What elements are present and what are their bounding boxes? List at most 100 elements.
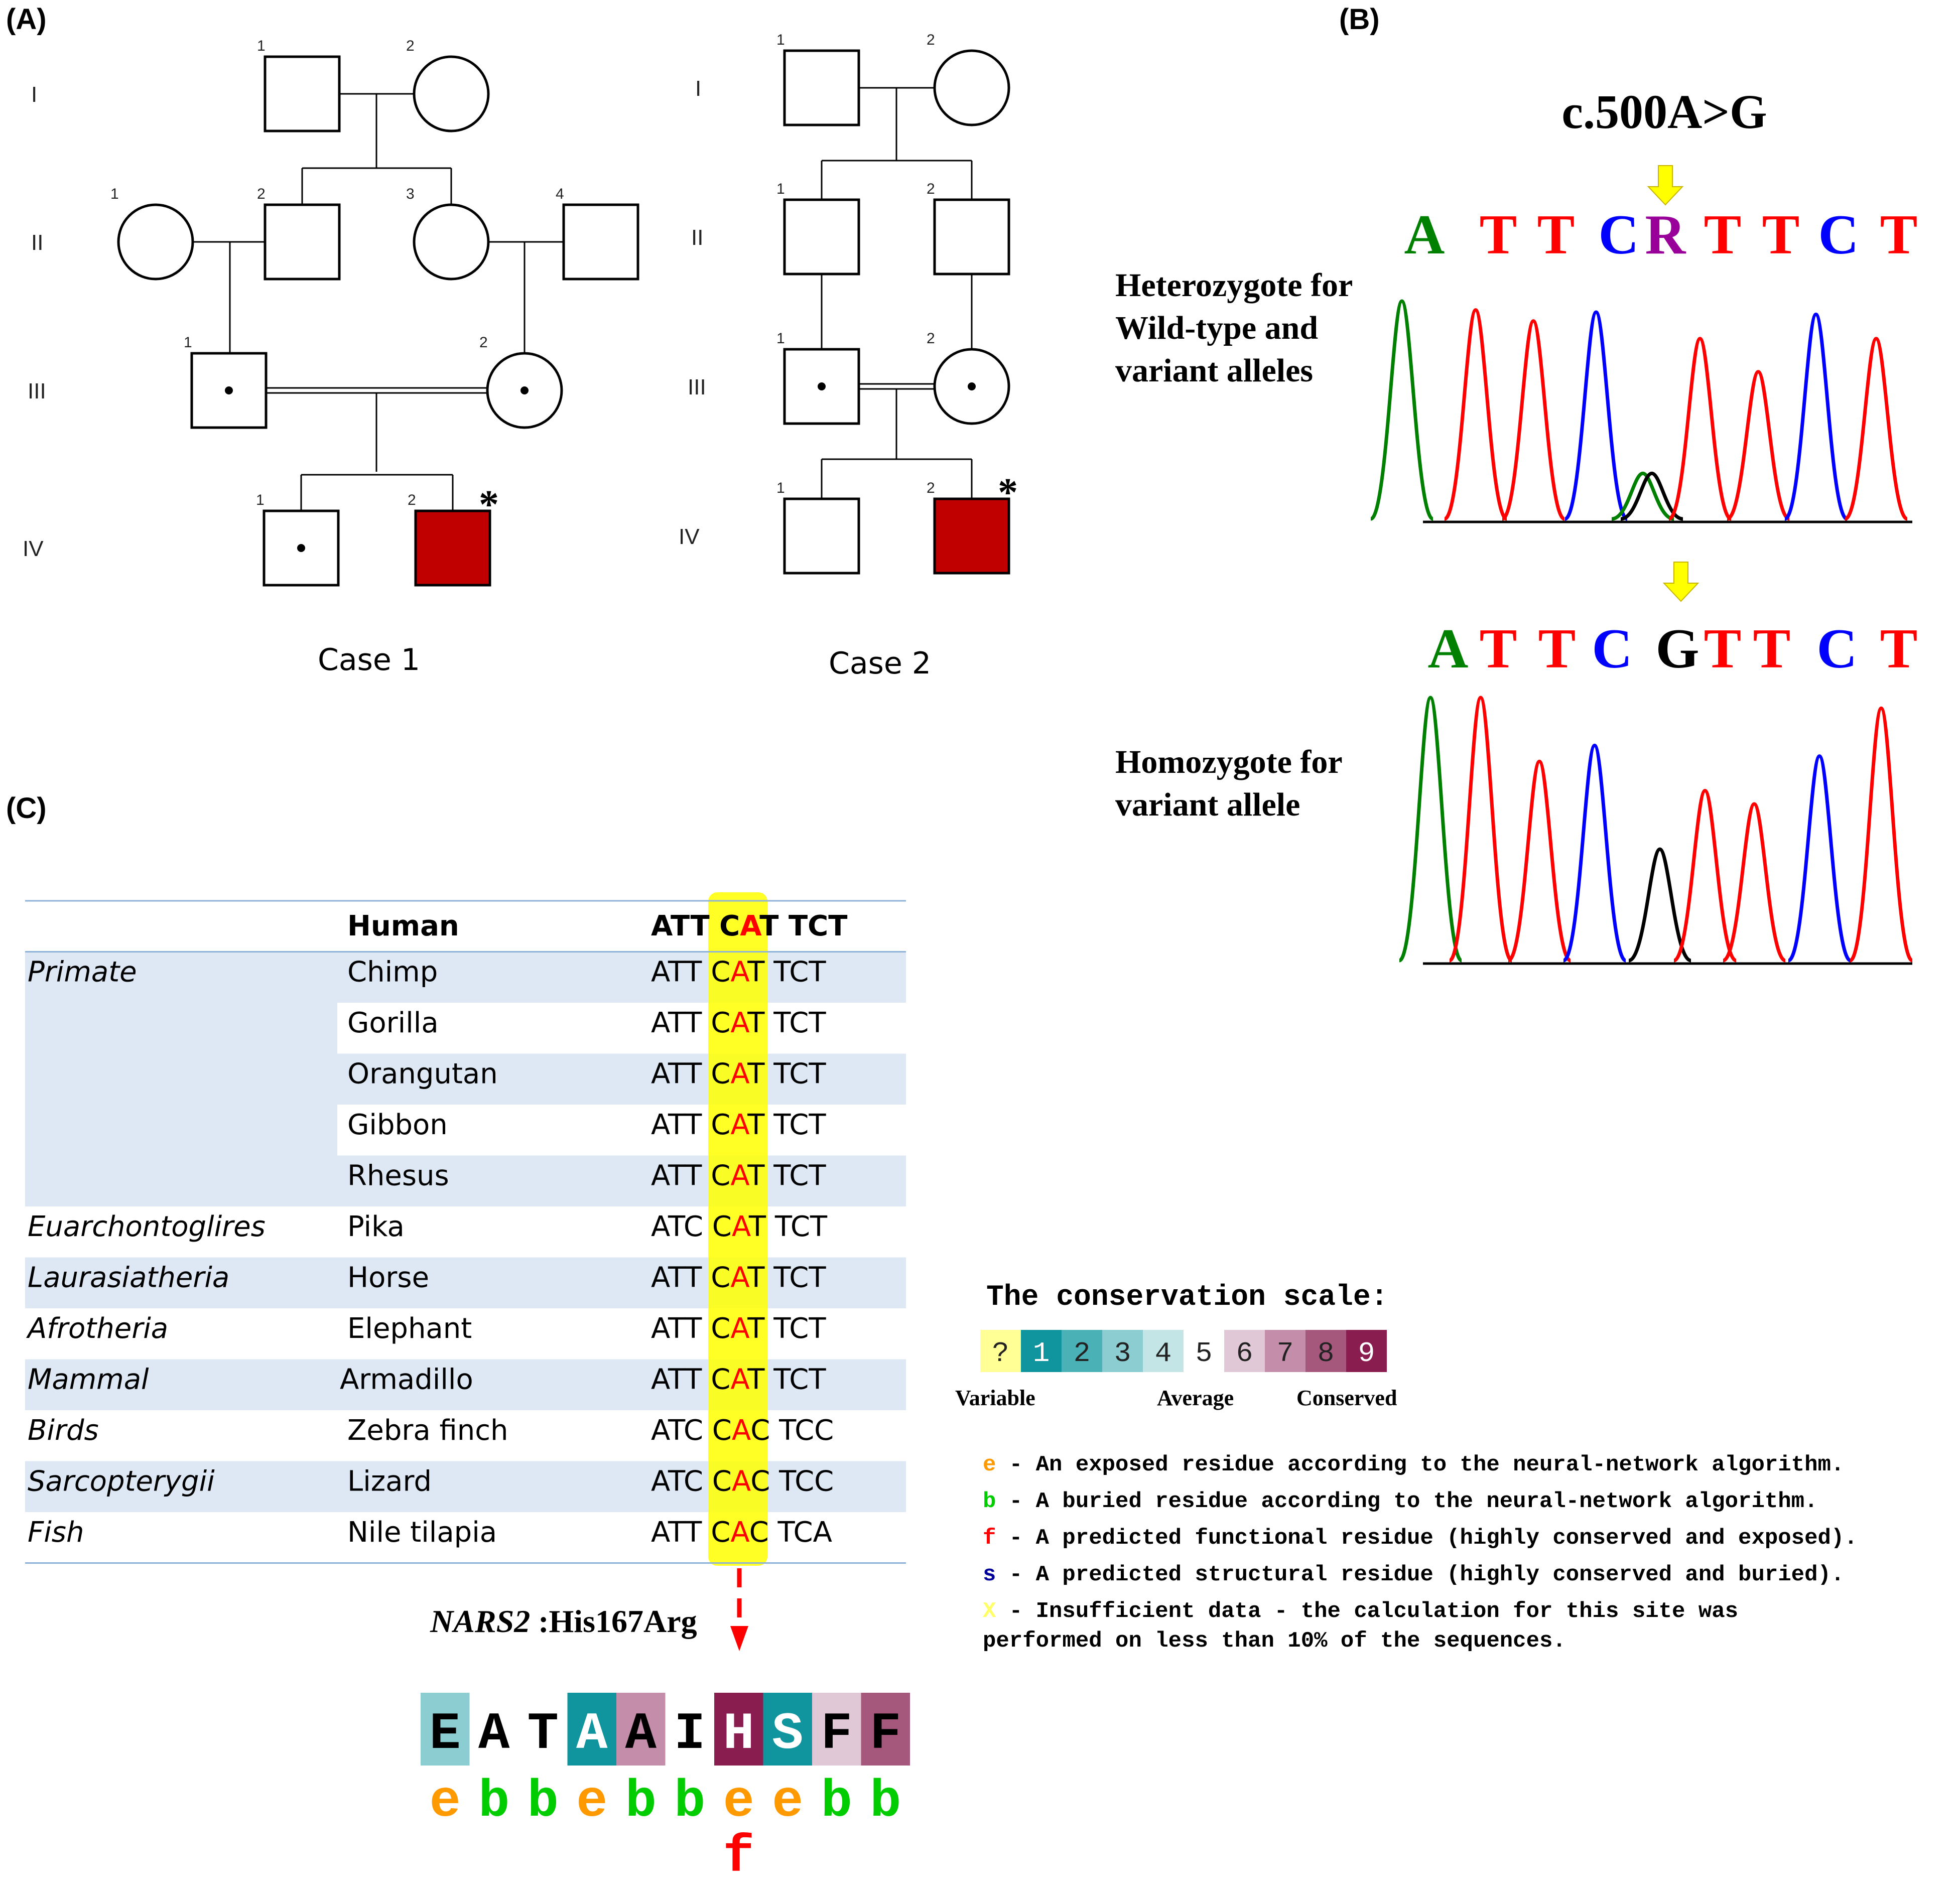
individual-ii-4-square-icon: [562, 203, 639, 281]
individual-iv-2-number: 2: [408, 492, 416, 508]
table-species: Elephant: [347, 1312, 472, 1345]
generation-label: IV: [679, 524, 700, 549]
individual-iii-2-carrier-dot-icon: [968, 382, 976, 390]
chromatogram-peak: [1444, 308, 1508, 521]
individual-iv-2-number: 2: [927, 480, 935, 496]
scale-swatch: [1021, 1330, 1062, 1372]
table-group-label: Laurasiatheria: [28, 1261, 229, 1294]
residue-cell: [861, 1693, 910, 1766]
individual-iv-1-square-icon: [783, 497, 860, 575]
chromatogram-peak: [1849, 706, 1913, 963]
chromatogram-peak: [1611, 471, 1674, 521]
generation-label: I: [695, 76, 701, 101]
case-2-title: Case 2: [829, 646, 931, 681]
proband-marker: *: [998, 471, 1018, 515]
residue-letter: I: [674, 1705, 705, 1764]
table-group-label: Sarcopterygii: [28, 1465, 215, 1498]
table-species: Gibbon: [347, 1109, 448, 1141]
residue-cell: [421, 1693, 470, 1766]
base-call: T: [1480, 618, 1517, 680]
codon-sequence: ATC CAT TCT: [651, 1210, 828, 1243]
legend-key-line: performed on less than 10% of the sequen…: [983, 1628, 1566, 1654]
residue-prediction: b: [821, 1773, 852, 1832]
scale-swatch: [1143, 1330, 1184, 1372]
individual-iii-2-number: 2: [479, 334, 488, 351]
table-header-species: Human: [347, 910, 459, 942]
generation-label: II: [691, 225, 703, 250]
chromatogram-peak: [1501, 319, 1565, 521]
residue-cell: [518, 1693, 568, 1766]
legend-key-line: b - A buried residue according to the ne…: [983, 1489, 1817, 1514]
trace-label: Wild-type and: [1115, 310, 1318, 346]
table-species: Horse: [347, 1261, 429, 1294]
table-species: Pika: [347, 1210, 405, 1243]
table-species: Rhesus: [347, 1159, 449, 1192]
individual-ii-2-square-icon: [933, 198, 1010, 276]
base-call: C: [1599, 204, 1639, 266]
table-species: Nile tilapia: [347, 1516, 497, 1549]
table-species: Armadillo: [340, 1363, 473, 1396]
base-call: C: [1817, 618, 1858, 680]
variant-label: c.500A>G: [1561, 85, 1767, 139]
generation-label: I: [31, 82, 37, 107]
individual-i-1-square-icon: [264, 55, 341, 132]
generation-label: III: [688, 375, 706, 399]
residue-prediction: b: [478, 1773, 509, 1832]
scale-value: ?: [992, 1337, 1009, 1370]
codon-sequence: ATT CAT TCT: [651, 1109, 826, 1141]
scale-value: 2: [1074, 1337, 1091, 1370]
base-call: T: [1704, 204, 1742, 266]
table-group-cell: [25, 1155, 337, 1206]
scale-swatch: [1346, 1330, 1387, 1372]
scale-value: 9: [1358, 1337, 1375, 1370]
base-call: R: [1645, 204, 1686, 266]
individual-iii-2-carrier-dot-icon: [520, 386, 529, 394]
residue-prediction: b: [528, 1773, 559, 1832]
residue-prediction: e: [723, 1773, 754, 1832]
codon-sequence: ATT CAT TCT: [651, 910, 847, 942]
codon-sequence: ATT CAT TCT: [651, 1312, 826, 1345]
codon-sequence: ATT CAT TCT: [651, 1007, 826, 1039]
codon-sequence: ATT CAC TCA: [651, 1516, 832, 1549]
base-call: T: [1753, 618, 1791, 680]
codon-sequence: ATC CAC TCC: [651, 1465, 834, 1498]
individual-ii-1-circle-icon: [117, 203, 194, 281]
scale-swatch: [980, 1330, 1021, 1372]
residue-cell: [616, 1693, 666, 1766]
table-row-stripe: [337, 1155, 906, 1206]
residue-prediction: b: [625, 1773, 657, 1832]
panel-label-c: (C): [6, 792, 47, 825]
scale-swatch: [1062, 1330, 1102, 1372]
codon-sequence: ATT CAT TCT: [651, 956, 826, 988]
base-call: T: [1537, 204, 1575, 266]
scale-swatch: [1184, 1330, 1224, 1372]
base-call: C: [1818, 204, 1859, 266]
variant-arrow-icon: [1647, 165, 1684, 206]
scale-value: 5: [1196, 1337, 1213, 1370]
legend-key-line: f - A predicted functional residue (high…: [983, 1526, 1858, 1551]
individual-i-2-number: 2: [406, 38, 415, 54]
base-call: T: [1538, 618, 1576, 680]
chromatogram-peak: [1726, 370, 1790, 521]
individual-iii-1-number: 1: [184, 334, 192, 351]
residue-letter: F: [870, 1705, 901, 1764]
scale-value: 8: [1318, 1337, 1335, 1370]
individual-iv-2-square-icon: [933, 497, 1010, 575]
individual-iv-1-number: 1: [256, 492, 265, 508]
table-group-label: Mammal: [28, 1363, 149, 1396]
residue-prediction: e: [576, 1773, 607, 1832]
table-group-cell: [25, 1003, 337, 1054]
individual-i-2-circle-icon: [933, 49, 1010, 126]
scale-value: 1: [1033, 1337, 1050, 1370]
base-call: C: [1592, 618, 1633, 680]
legend-key-line: s - A predicted structural residue (high…: [983, 1562, 1844, 1587]
trace-label: variant allele: [1115, 786, 1300, 823]
individual-i-1-square-icon: [783, 49, 860, 126]
residue-letter: H: [723, 1705, 754, 1764]
